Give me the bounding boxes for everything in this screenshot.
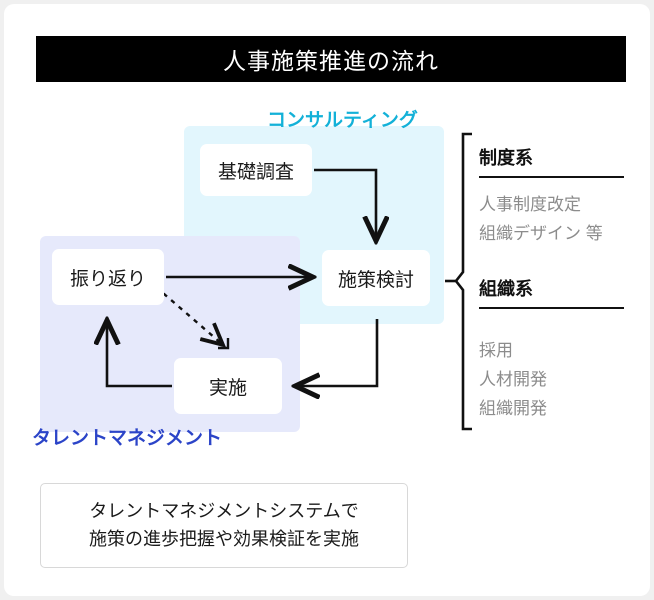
category-item: 人材開発 <box>479 370 547 389</box>
category-divider-soshiki <box>479 307 624 309</box>
group-label-talent: タレントマネジメント <box>32 428 223 449</box>
arrow-plan-to-execute <box>296 319 379 386</box>
caption-line-2: 施策の進歩把握や効果検証を実施 <box>89 528 359 549</box>
caption-line-1: タレントマネジメントシステムで <box>89 500 359 521</box>
node-execution[interactable]: 実施 <box>174 358 282 414</box>
title-bar: 人事施策推進の流れ <box>36 36 626 82</box>
page-title: 人事施策推進の流れ <box>223 48 439 74</box>
diagram-card: 人事施策推進の流れ <box>4 4 650 596</box>
node-policy-planning[interactable]: 施策検討 <box>322 250 430 306</box>
category-item: 採用 <box>479 341 513 360</box>
category-item: 組織デザイン 等 <box>479 224 603 243</box>
category-item: 組織開発 <box>479 399 547 418</box>
scope-bracket <box>445 132 472 431</box>
caption-box: タレントマネジメントシステムで 施策の進歩把握や効果検証を実施 <box>40 483 408 568</box>
node-basic-research[interactable]: 基礎調査 <box>200 144 312 196</box>
category-divider-seido <box>479 176 624 178</box>
group-label-consulting: コンサルティング <box>267 110 418 131</box>
category-item: 人事制度改定 <box>479 195 581 214</box>
category-heading-soshiki: 組織系 <box>479 279 533 299</box>
category-heading-seido: 制度系 <box>479 148 533 168</box>
node-review[interactable]: 振り返り <box>52 249 164 305</box>
